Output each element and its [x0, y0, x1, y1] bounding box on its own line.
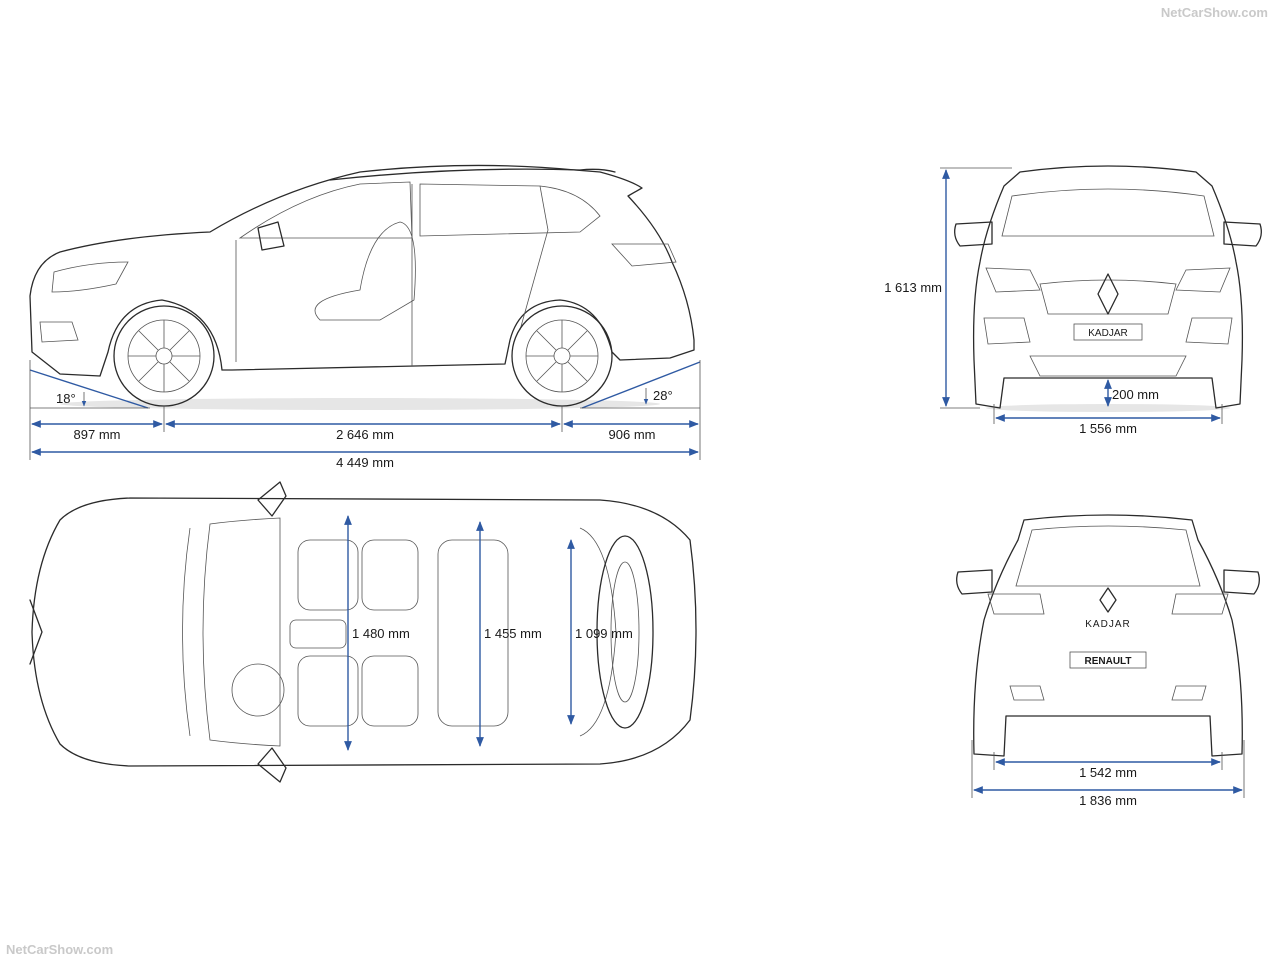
wheelbase-label: 2 646 mm [336, 427, 394, 442]
side-front-wheel [113, 305, 215, 407]
rear-track-label: 1 542 mm [1079, 765, 1137, 780]
top-view: 1 480 mm 1 455 mm 1 099 mm [29, 481, 697, 783]
renault-logo-front [1097, 273, 1119, 315]
rear-window [1015, 525, 1201, 587]
top-windscreen-base [182, 527, 191, 737]
rear-body-outline [973, 514, 1243, 757]
watermark-bottom: NetCarShow.com [6, 942, 114, 957]
side-mirror [257, 221, 285, 251]
side-rear-wheel [511, 305, 613, 407]
front-fog-right [1185, 317, 1233, 345]
rear-exhausts [1009, 685, 1207, 701]
front-mirror-right [1223, 221, 1262, 247]
side-rear-window [419, 183, 601, 237]
boot-width-label: 1 099 mm [575, 626, 633, 641]
height-label: 1 613 mm [884, 280, 942, 295]
side-headlamp [51, 261, 129, 293]
top-spare-wheel-inner [610, 561, 640, 703]
departure-angle-label: 28° [653, 388, 673, 403]
front-grille [1039, 279, 1177, 315]
top-seat-front-right-back [361, 655, 419, 727]
front-track-label: 1 556 mm [1079, 421, 1137, 436]
top-mirror-right [257, 747, 287, 783]
side-seat [314, 221, 416, 321]
departure-angle-line [581, 361, 701, 409]
ground-clearance-label: 200 mm [1112, 387, 1159, 402]
rear-plate [1069, 651, 1147, 669]
front-ground-shadow [986, 404, 1230, 412]
top-seat-front-left [297, 539, 359, 611]
front-overhang-label: 897 mm [74, 427, 121, 442]
front-skid-plate [1029, 355, 1187, 377]
rear-taillamp-left [987, 593, 1045, 615]
approach-angle-line [29, 369, 149, 409]
rear-taillamp-right [1171, 593, 1229, 615]
side-body-outline [29, 164, 695, 377]
front-fog-left [983, 317, 1031, 345]
watermark-top: NetCarShow.com [1160, 5, 1268, 20]
top-steering-wheel [231, 663, 285, 717]
front-headlamp-left [985, 267, 1041, 293]
renault-logo-rear [1099, 587, 1117, 613]
top-seat-front-right [297, 655, 359, 727]
front-view: KADJAR 1 613 mm 200 mm 1 556 mm [884, 165, 1262, 436]
rear-mirror-left [956, 569, 993, 595]
side-door-lines [235, 184, 549, 366]
front-shoulder-label: 1 480 mm [352, 626, 410, 641]
rear-overhang-label: 906 mm [609, 427, 656, 442]
top-rear-window [579, 527, 617, 737]
rear-view: KADJAR RENAULT 1 542 mm 1 836 mm [956, 514, 1260, 808]
top-front-logo-edge [29, 599, 43, 665]
front-body-outline [972, 165, 1244, 409]
top-rear-bench [437, 539, 509, 727]
top-body-outline [31, 497, 697, 767]
side-view: 18° 28° 897 mm 2 646 mm 906 mm 4 449 mm [29, 164, 701, 470]
side-roof-rail [329, 168, 616, 181]
rear-plate-text: RENAULT [1084, 656, 1131, 667]
front-headlamp-right [1175, 267, 1231, 293]
rear-model-badge: KADJAR [1085, 619, 1130, 630]
front-plate [1073, 323, 1143, 341]
top-spare-wheel [596, 535, 654, 729]
top-seat-front-left-back [361, 539, 419, 611]
rear-shoulder-label: 1 455 mm [484, 626, 542, 641]
side-ground-shadow [60, 398, 660, 410]
top-windscreen [202, 517, 281, 747]
top-centre-console [289, 619, 347, 649]
front-mirror-left [954, 221, 993, 247]
front-badge-text: KADJAR [1088, 328, 1127, 339]
rear-mirror-right [1223, 569, 1260, 595]
side-fog-lamp [39, 321, 79, 343]
side-front-window [238, 181, 413, 239]
approach-angle-label: 18° [56, 391, 76, 406]
front-windscreen [1001, 188, 1215, 237]
overall-length-label: 4 449 mm [336, 455, 394, 470]
overall-width-label: 1 836 mm [1079, 793, 1137, 808]
side-taillamp [611, 243, 677, 267]
top-mirror-left [257, 481, 287, 517]
